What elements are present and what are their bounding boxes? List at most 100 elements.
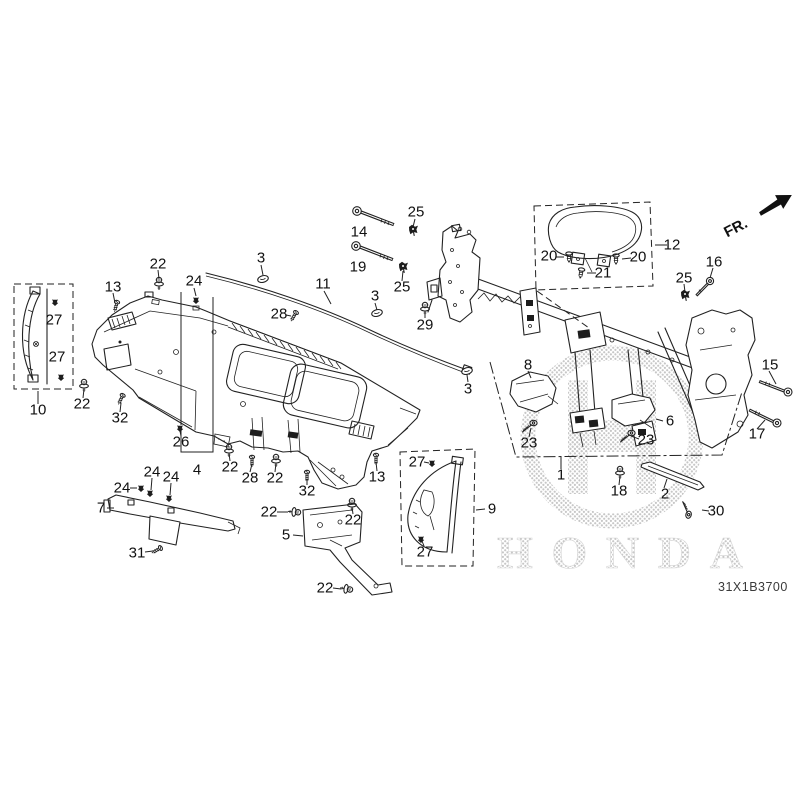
leader-line (655, 418, 664, 422)
part-number-callout: 14 (351, 224, 368, 241)
part-number-callout: 16 (706, 254, 723, 271)
leader-line (528, 427, 532, 438)
part-number-callout: 1 (557, 467, 565, 484)
pushclip-fastener-icon (417, 536, 425, 544)
leader-line (621, 257, 632, 260)
bolt-fastener-icon (420, 301, 430, 316)
leader-line (249, 463, 253, 473)
column-mount-foot (569, 407, 606, 434)
part-number-callout: 21 (595, 265, 612, 282)
part-number-callout: 28 (271, 306, 288, 323)
part-number-callout: 22 (345, 512, 362, 529)
part-number-callout: 4 (193, 462, 201, 479)
panel-outline (91, 295, 421, 490)
part-number-callout: 23 (638, 432, 655, 449)
part-number-callout: 15 (762, 357, 779, 374)
instrument-panel-illustration (91, 272, 473, 490)
part-number-callout: 22 (317, 580, 334, 597)
fr-direction-indicator: FR. (721, 194, 792, 241)
part-number-callout: 19 (350, 259, 367, 276)
cluster-opening (225, 343, 307, 405)
part-number-callout: 22 (74, 396, 91, 413)
part-number-callout: 27 (409, 454, 426, 471)
part-number-callout: 24 (163, 469, 180, 486)
part-number-callout: 22 (267, 470, 284, 487)
clip25-fastener-icon (398, 261, 409, 274)
part-number-callout: 30 (708, 503, 725, 520)
leader-line (466, 374, 469, 383)
beam-right-plate (685, 309, 756, 449)
leader-line (169, 482, 172, 496)
grommet-fastener-icon (256, 273, 270, 285)
part-number-callout: 3 (371, 288, 379, 305)
leader-line (144, 550, 154, 553)
part-number-callout: 27 (417, 544, 434, 561)
part-number-callout: 2 (661, 486, 669, 503)
leader-bracket (489, 361, 743, 458)
part-number-callout: 32 (299, 483, 316, 500)
part-number-callout: 26 (173, 434, 190, 451)
bracket-part8 (509, 371, 559, 413)
clip25-fastener-icon (408, 224, 419, 237)
part-number-callout: 27 (49, 349, 66, 366)
part-number-callout: 25 (394, 279, 411, 296)
steering-hanger-beam-illustration (426, 223, 756, 449)
part-number-callout: 22 (261, 504, 278, 521)
leader-line (150, 477, 153, 491)
leader-line (630, 435, 640, 440)
part-number-callout: 3 (257, 250, 265, 267)
part-number-callout: 24 (186, 273, 203, 290)
left-vent (107, 311, 137, 331)
part-number-callout: 7 (97, 500, 105, 517)
part-number-callout: 25 (676, 270, 693, 287)
honda-wordmark: HONDA (497, 527, 745, 578)
bolt-fastener-icon (615, 465, 625, 480)
part-number-callout: 32 (112, 410, 129, 427)
bracket-part7 (103, 494, 241, 546)
leader-line (332, 587, 342, 590)
leader-line (709, 267, 714, 279)
screw-fastener-icon (149, 544, 164, 556)
part-number-callout: 20 (541, 248, 558, 265)
center-opening (282, 363, 368, 429)
part-number-callout: 20 (630, 249, 647, 266)
pushclip-fastener-icon (51, 299, 59, 307)
part-number-callout: 10 (30, 402, 47, 419)
airbag-module-illustration (547, 205, 643, 273)
part-number-callout: 5 (282, 527, 290, 544)
bolt-fastener-icon (339, 582, 354, 595)
trim-strip-part11 (205, 272, 471, 372)
leader-line (701, 509, 710, 512)
part-number-callout: 24 (114, 480, 131, 497)
part-number-callout: 29 (417, 317, 434, 334)
dashed-boxes (13, 201, 654, 567)
dashed-part-box (13, 283, 74, 390)
part-number-callout: 6 (666, 413, 674, 430)
part-number-callout: 22 (222, 459, 239, 476)
pushclip-fastener-icon (176, 425, 184, 433)
bolt-fastener-icon (224, 443, 234, 458)
defroster-grille-hatch (231, 322, 342, 370)
part-number-callout: 13 (105, 279, 122, 296)
honda-ring-logo (520, 345, 704, 529)
leader-line (527, 370, 532, 379)
part-number-callout: 27 (46, 312, 63, 329)
bolt-fastener-icon (271, 453, 281, 468)
leader-line (193, 287, 197, 297)
side-panel-part9 (407, 455, 464, 554)
pushclip-fastener-icon (137, 485, 145, 493)
bracket-part6 (611, 393, 656, 429)
part-number-callout: 8 (524, 357, 532, 374)
rod-part2 (640, 461, 705, 491)
bracket-part5 (302, 503, 393, 596)
right-vent (348, 420, 375, 440)
part-number-callout: 28 (242, 470, 259, 487)
dashed-part-box (533, 201, 654, 291)
leader-line (756, 419, 766, 430)
part-number-callout: 31 (129, 545, 146, 562)
fr-label: FR. (721, 215, 750, 241)
leader-line (412, 218, 416, 228)
